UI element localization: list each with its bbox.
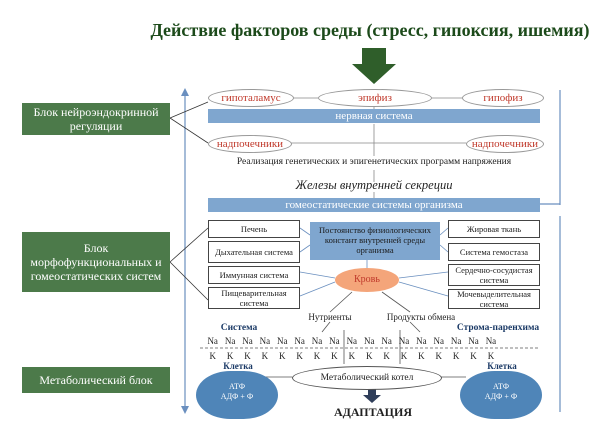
potassium-ion: K (470, 351, 477, 361)
sodium-ion: Na (294, 336, 305, 346)
nutrients-label: Нутриенты (308, 312, 352, 322)
metabolites-label: Продукты обмена (386, 312, 456, 322)
oval-adrenal-right: надпочечники (466, 135, 544, 153)
blood-ellipse: Кровь (335, 268, 399, 292)
potassium-ion: K (331, 351, 338, 361)
sodium-ion: Na (346, 336, 358, 346)
potassium-ion: K (418, 351, 425, 361)
potassium-ion: K (279, 351, 286, 361)
sodium-ion: Na (485, 336, 497, 346)
potassium-ion: K (209, 351, 216, 361)
sodium-ion: Na (398, 336, 410, 346)
sodium-ion: Na (224, 336, 236, 346)
block-neuroendocrine: Блок нейроэндокринной регуляции (22, 103, 170, 135)
box-cardiovascular: Сердечно-сосудистая система (448, 264, 540, 286)
sodium-ion: Na (329, 336, 340, 346)
endocrine-glands-text: Железы внутренней секреции (295, 178, 453, 192)
potassium-ion: K (452, 351, 460, 361)
oval-hypophysis: гипофиз (462, 89, 544, 107)
sodium-ion: Na (242, 336, 253, 346)
constants-box: Постоянство физиологических констант вну… (310, 222, 440, 260)
cell-left-label: Клетка (223, 361, 253, 371)
potassium-ion: K (226, 351, 234, 361)
potassium-ion: K (313, 351, 321, 361)
sodium-ion: Na (450, 336, 462, 346)
oval-epiphysis: эпифиз (318, 89, 432, 107)
cell-left-adp: АДФ + Ф (220, 392, 254, 401)
potassium-ion: K (348, 351, 356, 361)
sodium-ion: Na (363, 336, 375, 346)
diagram-title: Действие факторов среды (стресс, гипокси… (150, 20, 590, 40)
sodium-ion: Na (416, 336, 427, 346)
potassium-ion: K (365, 351, 373, 361)
cell-right-label: Клетка (487, 361, 517, 371)
potassium-ion: K (383, 351, 390, 361)
sodium-ion: Na (259, 336, 271, 346)
box-liver: Печень (208, 220, 300, 238)
potassium-ion: K (400, 351, 408, 361)
sodium-ion: Na (381, 336, 392, 346)
cell-right-cloud: АТФ АДФ + Ф (460, 371, 542, 419)
sodium-ion: Na (311, 336, 323, 346)
potassium-ion: K (487, 351, 495, 361)
potassium-ion: K (244, 351, 251, 361)
sodium-ion: Na (468, 336, 479, 346)
box-urinary: Мочевыделительная система (448, 289, 540, 309)
block-metabolic: Метаболический блок (22, 367, 170, 393)
box-respiratory: Дыхательная система (208, 241, 300, 263)
box-hemostasis: Система гемостаза (448, 243, 540, 261)
adaptation-label: АДАПТАЦИЯ (333, 405, 413, 419)
cell-left-atp: АТФ (228, 382, 246, 391)
genetic-programs-text: Реализация генетических и эпигенетически… (236, 157, 512, 167)
sodium-ion: Na (207, 336, 218, 346)
block-morphofunctional: Блок морфофункциональных и гомеостатичес… (22, 232, 170, 292)
sodium-row: Na Na Na Na Na Na Na Na Na Na Na Na Na Na Na Na Na (204, 336, 500, 346)
box-immune: Иммунная система (208, 266, 300, 284)
sodium-ion: Na (433, 336, 445, 346)
stroma-label: Строма-паренхима (456, 323, 540, 333)
nervous-system-bar: нервная система (208, 109, 540, 123)
sodium-ion: Na (277, 336, 288, 346)
metabolic-cauldron: Метаболический котел (292, 366, 442, 390)
cell-left-cloud: АТФ АДФ + Ф (196, 371, 278, 419)
homeostatic-systems-bar: гомеостатические системы организма (208, 198, 540, 212)
system-label: Система (220, 323, 258, 333)
oval-adrenal-left: надпочечники (208, 135, 292, 153)
cell-right-adp: АДФ + Ф (484, 392, 518, 401)
potassium-ion: K (261, 351, 269, 361)
box-digestive: Пищеварительная система (208, 287, 300, 309)
potassium-ion: K (435, 351, 443, 361)
main-down-arrow (352, 48, 396, 84)
potassium-ion: K (296, 351, 303, 361)
cell-right-atp: АТФ (492, 382, 510, 391)
box-adipose: Жировая ткань (448, 220, 540, 238)
adaptation-arrow (363, 389, 381, 403)
oval-hypothalamus: гипоталамус (208, 89, 294, 107)
